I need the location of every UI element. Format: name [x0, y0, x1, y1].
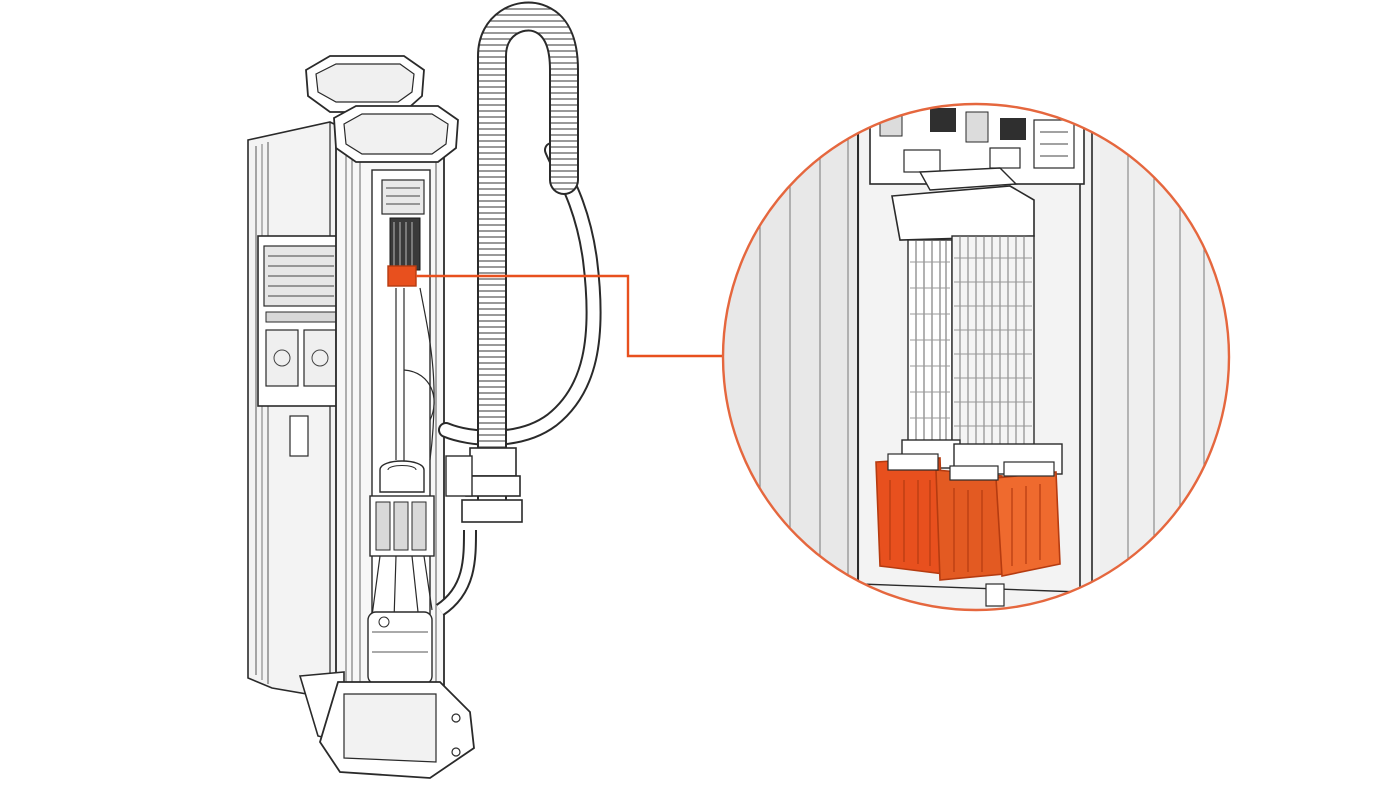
- rear-holster-head: [305, 55, 425, 113]
- corrugated-hose: [445, 1, 579, 523]
- highlighted-terminal-marker: [387, 265, 417, 287]
- internal-terminal-block: [381, 179, 425, 287]
- contactor-assembly: [369, 460, 435, 621]
- base-plinth: [298, 671, 475, 779]
- side-door-panel: [247, 121, 343, 701]
- detail-magnifier: [721, 102, 1231, 612]
- callout-leader-line: [416, 274, 722, 358]
- internal-wiring: [395, 287, 435, 470]
- highlighted-terminal-housing: [875, 453, 1061, 581]
- charging-cable: [435, 142, 602, 616]
- charging-column: [247, 1, 602, 779]
- detail-circle-border: [721, 102, 1231, 612]
- bottom-breaker: [367, 611, 433, 685]
- front-holster-head: [333, 105, 459, 163]
- meter-panel: [257, 235, 345, 457]
